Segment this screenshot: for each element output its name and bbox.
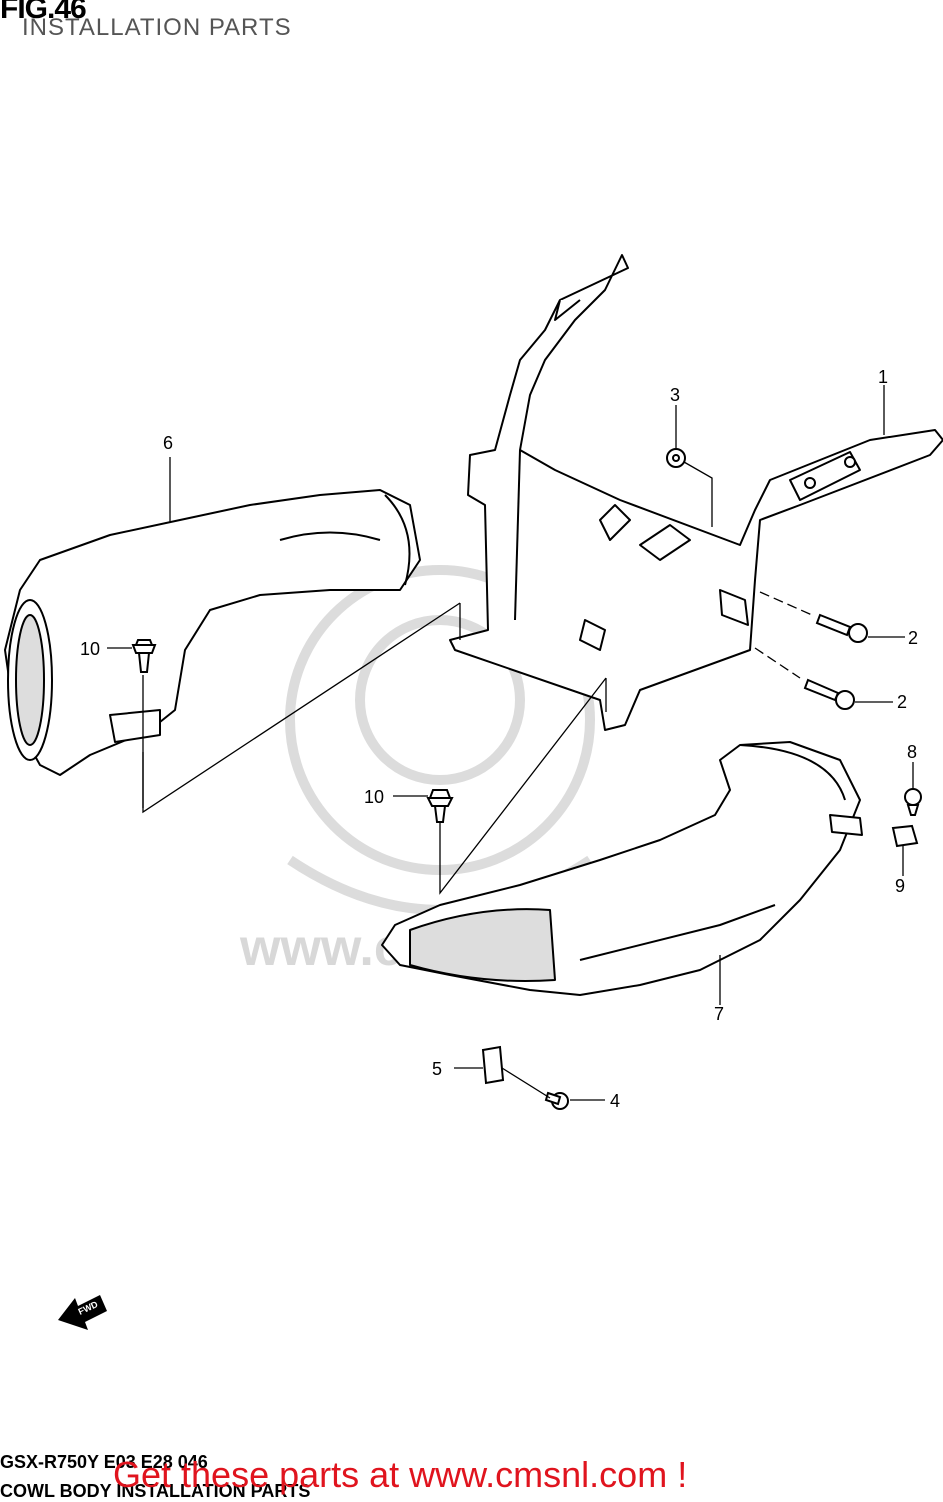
nut-3 [666, 448, 686, 468]
right-air-duct [381, 741, 863, 996]
callout-9: 9 [895, 876, 905, 896]
nut-9 [891, 824, 919, 848]
callout-10-upper: 10 [80, 639, 100, 659]
clip-10-upper [131, 639, 157, 673]
bolt-2-lower [803, 678, 855, 710]
section-title: COWL BODY INSTALLATION PARTS [0, 1481, 311, 1501]
callout-6: 6 [163, 433, 173, 453]
cowl-bracket [449, 254, 943, 731]
callout-10-lower: 10 [364, 787, 384, 807]
bolt-2-upper [815, 613, 868, 643]
callout-1: 1 [878, 367, 888, 387]
callout-2-upper: 2 [908, 628, 918, 648]
callout-3: 3 [670, 385, 680, 405]
callout-2-lower: 2 [897, 692, 907, 712]
callout-7: 7 [714, 1004, 724, 1024]
screw-8 [904, 788, 922, 816]
screw-4 [544, 1091, 569, 1110]
left-air-duct [4, 489, 421, 776]
model-code: GSX-R750Y E03 E28 046 [0, 1452, 208, 1472]
clip-10-lower [426, 789, 454, 823]
callout-4: 4 [610, 1091, 620, 1111]
bracket-5 [481, 1045, 505, 1085]
callout-5: 5 [432, 1059, 442, 1079]
fwd-arrow-icon: FWD [58, 1295, 107, 1330]
page-subtitle: INSTALLATION PARTS [22, 14, 292, 41]
leader-lines [107, 385, 914, 1101]
promo-link[interactable]: Get these parts at www.cmsnl.com ! [113, 1454, 688, 1495]
fig-label: FIG.46 [0, 0, 87, 25]
callout-8: 8 [907, 742, 917, 762]
